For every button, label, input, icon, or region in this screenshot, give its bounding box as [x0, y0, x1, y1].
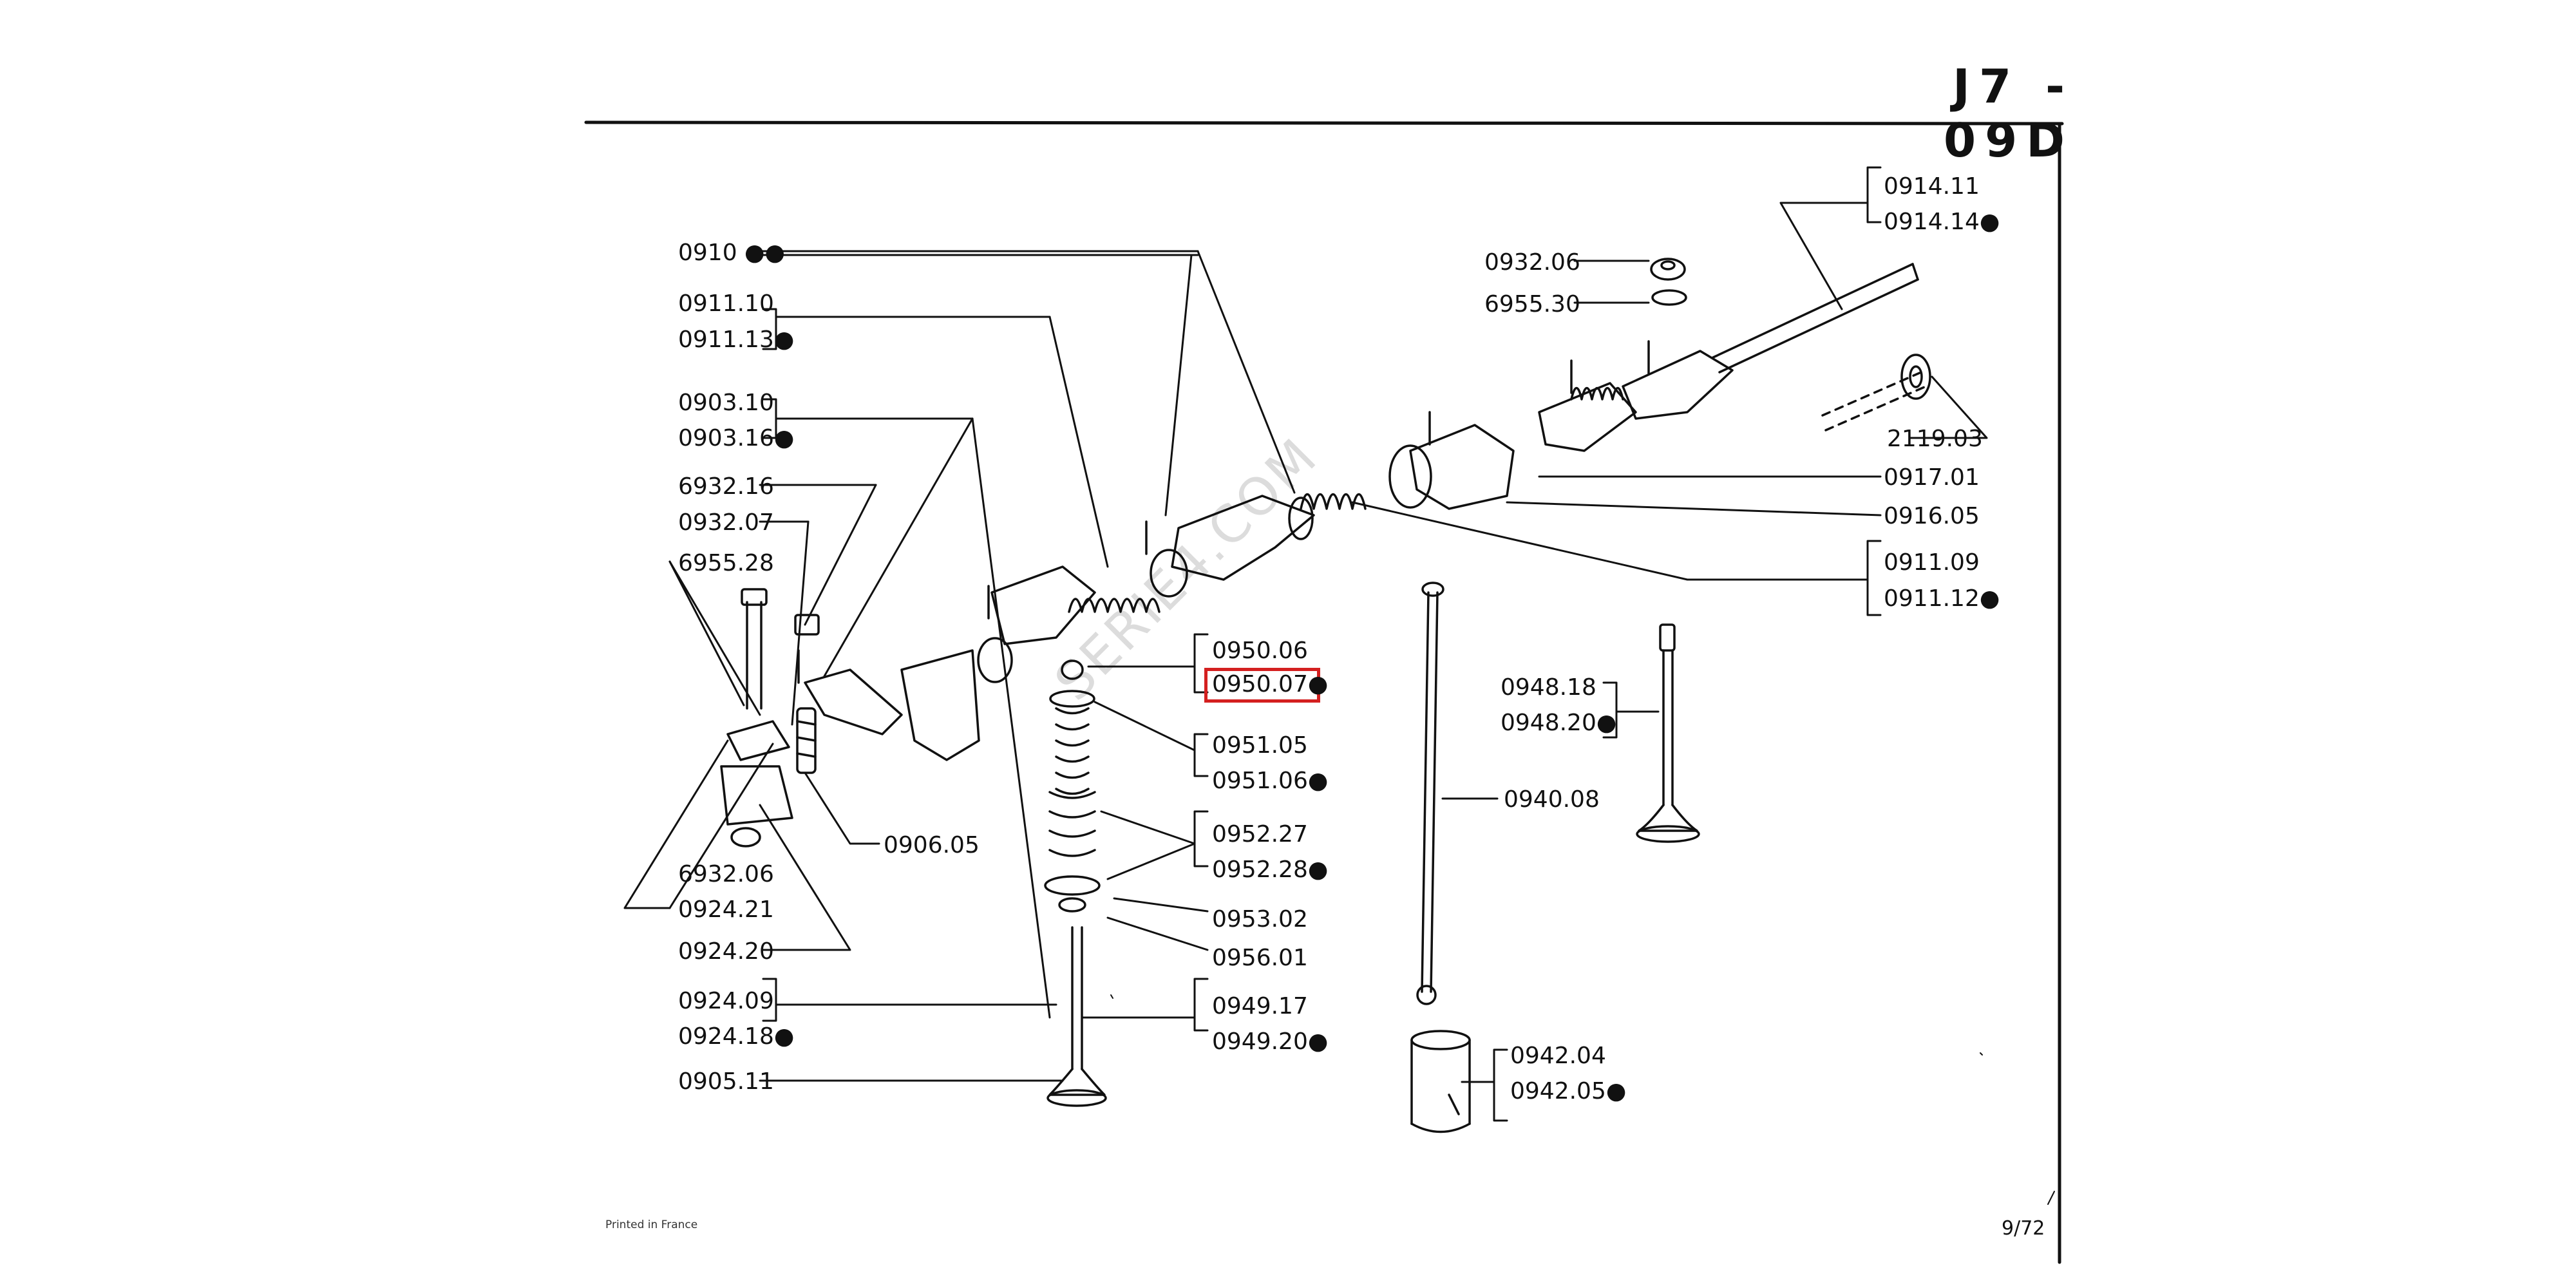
part-label-0905-11: 0905.11: [678, 1068, 774, 1095]
part-label-0952-28: 0952.28●: [1212, 857, 1329, 883]
part-label-0950-06: 0950.06: [1212, 638, 1308, 664]
stray-marks: [1110, 994, 2055, 1205]
part-label-0932-07: 0932.07: [678, 509, 774, 536]
valve-spring-assembly: [1044, 659, 1101, 913]
part-label-0914-11: 0914.11: [1884, 173, 1980, 200]
nut-0932-07: [794, 614, 820, 636]
part-label-0911-10: 0911.10: [678, 290, 774, 317]
part-label-0910: 0910 ●●: [678, 240, 785, 266]
page-number: 9/72: [2002, 1217, 2045, 1240]
header-rule: [584, 120, 2064, 126]
part-label-0942-04: 0942.04: [1510, 1043, 1606, 1069]
part-label-0906-05: 0906.05: [884, 832, 980, 858]
valve-0948-18: [1636, 623, 1700, 843]
part-label-0952-27: 0952.27: [1212, 821, 1308, 848]
rocker-shaft: [1712, 263, 1930, 431]
part-label-0932-06: 0932.06: [1484, 249, 1580, 276]
rocker-arms: [797, 340, 1734, 761]
part-label-0949-20: 0949.20●: [1212, 1028, 1329, 1055]
part-label-0949-17: 0949.17: [1212, 993, 1308, 1019]
part-label-2119-03: 2119.03: [1887, 426, 1983, 452]
part-label-0903-10: 0903.10: [678, 390, 774, 416]
washer-6955-30: [1651, 289, 1687, 306]
part-label-0951-06: 0951.06●: [1212, 768, 1329, 794]
part-label-0924-20: 0924.20: [678, 938, 774, 965]
spring-0906-05: [796, 707, 817, 774]
stud-6932-16: [741, 588, 768, 710]
part-label-6932-06: 6932.06: [678, 861, 774, 887]
push-rod-0940-08: [1416, 582, 1444, 1005]
part-label-0916-05: 0916.05: [1884, 503, 1980, 529]
part-label-0948-18: 0948.18: [1501, 674, 1596, 701]
part-label-0911-12: 0911.12●: [1884, 585, 2000, 612]
part-label-0911-09: 0911.09: [1884, 549, 1980, 576]
part-label-0903-16: 0903.16●: [678, 425, 795, 451]
leader-lines: [623, 166, 1988, 1122]
part-label-0953-02: 0953.02: [1212, 906, 1308, 933]
valve-0905-11: [1046, 926, 1107, 1107]
part-label-0924-21: 0924.21: [678, 896, 774, 923]
part-label-0914-14: 0914.14●: [1884, 209, 2000, 235]
page-title: J7 - 09D: [1944, 59, 2074, 167]
part-label-0948-20: 0948.20●: [1501, 710, 1617, 736]
rocker-springs: [1068, 386, 1624, 613]
part-label-0911-13: 0911.13●: [678, 327, 795, 353]
part-label-0940-08: 0940.08: [1504, 786, 1600, 813]
part-label-0956-01: 0956.01: [1212, 945, 1308, 971]
part-label-0924-09: 0924.09: [678, 988, 774, 1014]
part-label-0924-18: 0924.18●: [678, 1023, 795, 1050]
part-label-0942-05: 0942.05●: [1510, 1078, 1627, 1104]
part-label-6955-30: 6955.30: [1484, 291, 1580, 317]
highlight-box-0950-07: [1204, 668, 1320, 703]
part-label-0917-01: 0917.01: [1884, 464, 1980, 491]
nut-6932-06: [730, 827, 761, 848]
nut-0932-06: [1650, 258, 1686, 281]
tappet-0942-04: [1410, 1030, 1471, 1133]
part-label-6955-28: 6955.28: [678, 550, 774, 576]
part-label-6932-16: 6932.16: [678, 473, 774, 500]
part-label-0950-07: 0950.07●: [1212, 671, 1329, 697]
printed-in-note: Printed in France: [605, 1218, 698, 1231]
shaft-plug-2119-03: [1900, 354, 1931, 400]
bracket-0924-21: [720, 720, 793, 826]
part-label-0951-05: 0951.05: [1212, 732, 1308, 759]
